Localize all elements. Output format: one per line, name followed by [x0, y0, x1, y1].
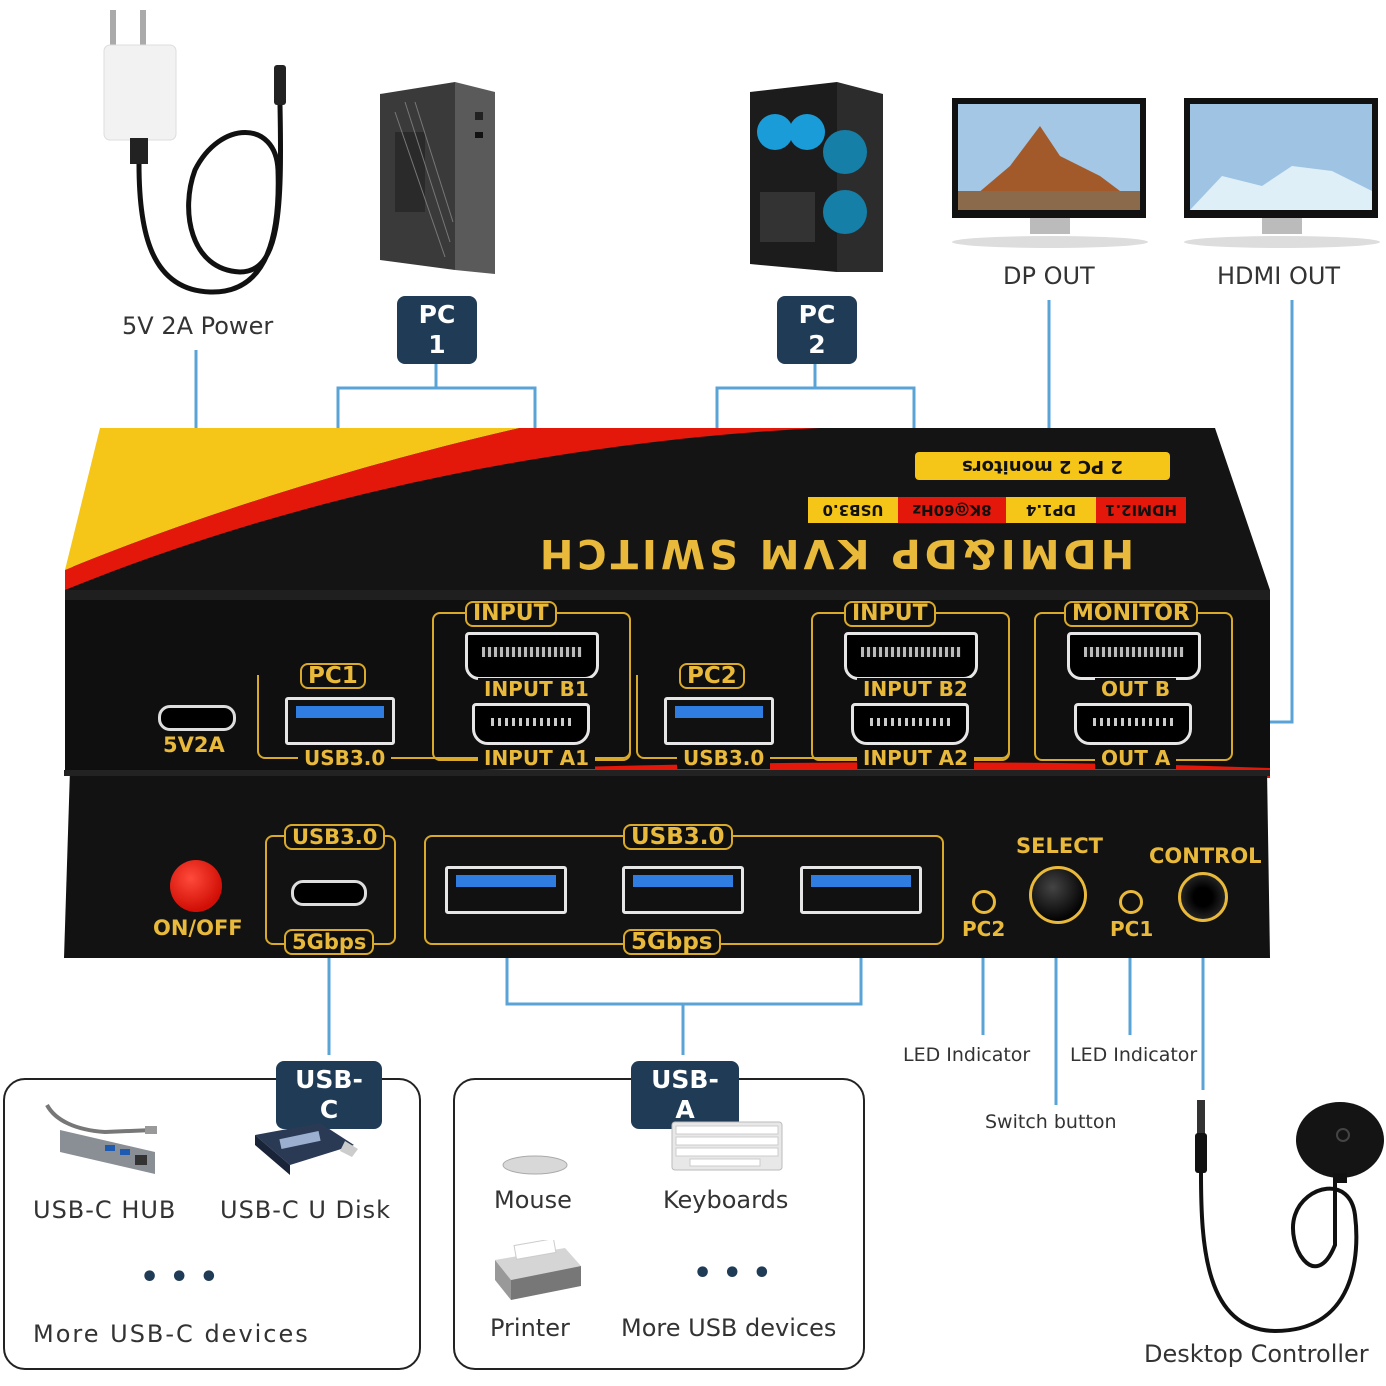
- input-a1-hdmi-port: [472, 703, 590, 745]
- pc2-usb-label: USB3.0: [677, 747, 771, 769]
- usbc-more-label: More USB-C devices: [33, 1320, 310, 1348]
- usbc-udisk-image: [255, 1123, 358, 1175]
- front-usbc-top-label: USB3.0: [284, 824, 386, 850]
- select-button[interactable]: [1029, 866, 1087, 924]
- dp-monitor-image: [952, 98, 1148, 248]
- pc1-usb-label: USB3.0: [298, 747, 392, 769]
- on-off-label: ON/OFF: [153, 916, 243, 940]
- keyboards-label: Keyboards: [663, 1186, 789, 1214]
- kvm-device-front: [64, 770, 1270, 958]
- input-label-1: INPUT: [465, 601, 557, 627]
- front-usba-port-3[interactable]: [800, 866, 922, 914]
- power-adapter-image: [103, 10, 286, 295]
- usbc-hub-label: USB-C HUB: [33, 1196, 177, 1224]
- desktop-controller-label: Desktop Controller: [1144, 1340, 1369, 1368]
- spec-hdmi: HDMI2.1: [1096, 497, 1186, 523]
- pc1-led: [1119, 890, 1143, 914]
- usbc-hub-image: [45, 1103, 157, 1174]
- front-usba-port-1[interactable]: [445, 866, 567, 914]
- keyboard-image: [671, 1121, 783, 1171]
- pc2-tower-image: [750, 82, 883, 272]
- out-b-label: OUT B: [1095, 678, 1177, 700]
- pc2-usb30-port: [664, 697, 774, 745]
- dp-out-label: DP OUT: [1003, 262, 1095, 290]
- mouse-image: [502, 1155, 568, 1175]
- usbc-tag: USB-C: [276, 1061, 382, 1129]
- mouse-label: Mouse: [494, 1186, 572, 1214]
- front-pc2-label: PC2: [962, 917, 1006, 941]
- out-a-hdmi-port: [1074, 703, 1192, 745]
- pc1-label: PC1: [300, 663, 366, 689]
- input-a2-label: INPUT A2: [857, 747, 975, 769]
- printer-label: Printer: [490, 1314, 570, 1342]
- front-usba-port-2[interactable]: [622, 866, 744, 914]
- spec-res: 8K@60Hz: [898, 497, 1006, 523]
- badge-2pc2monitors-text: 2 PC 2 monitors: [962, 456, 1123, 477]
- spec-usb: USB3.0: [808, 497, 898, 523]
- pc1-tag: PC 1: [397, 296, 477, 364]
- led-indicator-left-label: LED Indicator: [903, 1044, 1031, 1066]
- input-b2-label: INPUT B2: [857, 678, 974, 700]
- power-port-label: 5V2A: [163, 733, 225, 757]
- front-usbc-port[interactable]: [291, 880, 367, 906]
- hdmi-out-label: HDMI OUT: [1217, 262, 1341, 290]
- pc2-label: PC2: [679, 663, 745, 689]
- pc2-tag: PC 2: [777, 296, 857, 364]
- usbc-dots: • • •: [140, 1260, 219, 1295]
- input-label-2: INPUT: [844, 601, 936, 627]
- usbc-udisk-label: USB-C U Disk: [220, 1196, 392, 1224]
- device-title: HDMI&DP KVM SWITCH: [535, 530, 1135, 576]
- front-usba-bottom-label: 5Gbps: [623, 929, 721, 955]
- out-b-dp-port: [1067, 632, 1201, 680]
- power-label: 5V 2A Power: [122, 312, 274, 340]
- usba-more-label: More USB devices: [621, 1314, 837, 1342]
- front-usba-top-label: USB3.0: [623, 824, 733, 850]
- out-a-label: OUT A: [1095, 747, 1177, 769]
- input-a2-hdmi-port: [851, 703, 969, 745]
- usba-tag: USB-A: [631, 1061, 739, 1129]
- spec-dp: DP1.4: [1006, 497, 1096, 523]
- front-pc1-label: PC1: [1110, 917, 1154, 941]
- printer-image: [495, 1240, 581, 1300]
- monitor-label: MONITOR: [1064, 601, 1198, 627]
- pc1-usb30-port: [285, 697, 395, 745]
- badge-2pc2monitors: 2 PC 2 monitors: [915, 452, 1170, 480]
- spec-strip: HDMI2.1 DP1.4 8K@60Hz USB3.0: [808, 497, 1186, 523]
- pc2-led: [972, 890, 996, 914]
- power-button[interactable]: [170, 860, 222, 912]
- usbc-power-port: [158, 705, 236, 731]
- input-b1-dp-port: [465, 632, 599, 680]
- input-b1-label: INPUT B1: [478, 678, 595, 700]
- pc1-tower-image: [380, 82, 495, 274]
- desktop-controller-image: [1195, 1100, 1384, 1334]
- select-label: SELECT: [1016, 834, 1103, 858]
- input-a1-label: INPUT A1: [478, 747, 596, 769]
- hdmi-monitor-image: [1184, 98, 1380, 248]
- input-b2-dp-port: [844, 632, 978, 680]
- led-indicator-right-label: LED Indicator: [1070, 1044, 1198, 1066]
- control-label: CONTROL: [1149, 844, 1262, 868]
- front-usbc-bottom-label: 5Gbps: [284, 929, 375, 955]
- control-jack[interactable]: [1178, 872, 1228, 922]
- switch-button-label: Switch button: [985, 1111, 1117, 1133]
- usba-dots: • • •: [693, 1256, 772, 1291]
